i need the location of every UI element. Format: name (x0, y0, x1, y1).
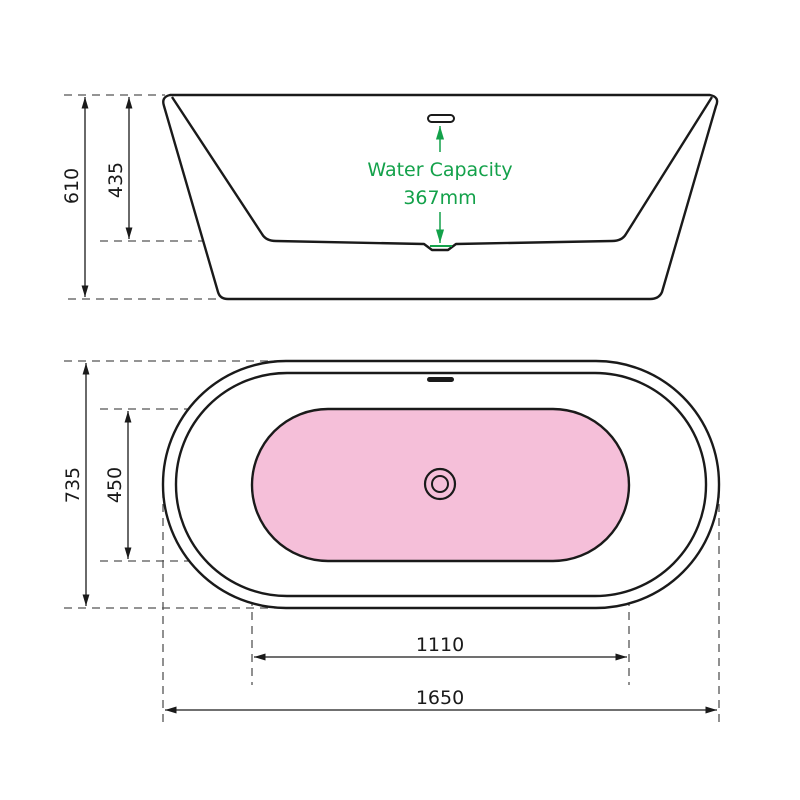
water-capacity-value: 367mm (403, 187, 476, 209)
top-overflow-icon (427, 377, 454, 382)
top-view: 735 450 1110 1650 (62, 359, 721, 725)
drain-inner-ring-icon (431, 475, 449, 493)
basin-width-label: 450 (104, 467, 126, 503)
overflow-icon (427, 114, 455, 123)
basin-depth-label: 435 (105, 162, 127, 198)
overall-height-label: 610 (61, 168, 83, 204)
side-view: 610 435 Water Capacity 367mm (61, 93, 719, 301)
water-capacity-label: Water Capacity (367, 159, 512, 181)
drain-outer-ring-icon (423, 467, 457, 501)
tub-top-basin (250, 407, 631, 563)
tub-side-inner-basin (170, 96, 714, 252)
overall-length-label: 1650 (416, 687, 464, 709)
basin-length-label: 1110 (416, 634, 464, 656)
overall-width-label: 735 (62, 467, 84, 503)
tub-side-outer-outline (162, 93, 719, 301)
